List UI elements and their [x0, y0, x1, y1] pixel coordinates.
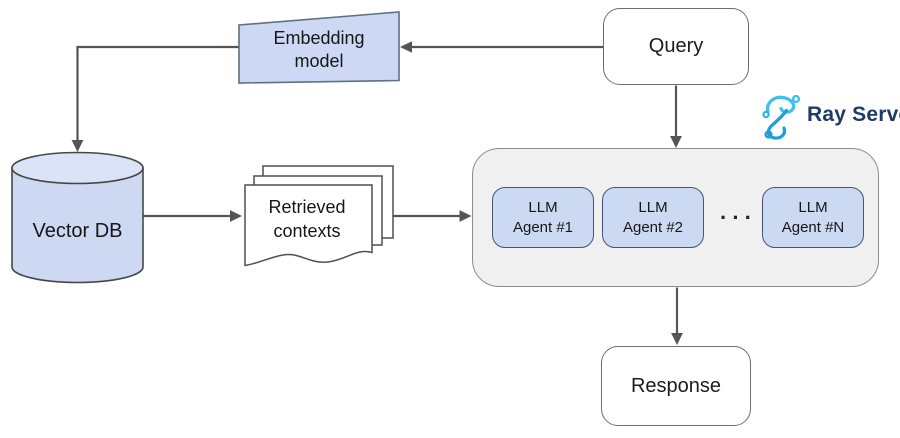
embedding-model-label-line1: Embedding	[273, 28, 365, 48]
llm-agent-2-line2: Agent #2	[622, 218, 684, 236]
embedding-model-label-line2: model	[294, 51, 344, 71]
cylinder-top-ellipse	[11, 151, 144, 185]
vector-db-shape	[11, 151, 144, 284]
arrow-embedding-to-vectordb	[71, 45, 239, 152]
arrow-vectordb-to-contexts	[143, 210, 242, 222]
retrieved-contexts-label-line1: Retrieved	[268, 197, 346, 217]
llm-agent-n-node: LLM Agent #N	[762, 187, 864, 248]
logo-dot-bottom	[764, 130, 773, 139]
ray-serve-logo-icon	[762, 94, 801, 140]
query-node: Query	[603, 8, 749, 85]
page-front	[244, 184, 373, 267]
llm-agent-2-node: LLM Agent #2	[602, 187, 704, 248]
retrieved-contexts-label-line2: contexts	[273, 220, 341, 241]
logo-bottom-curve	[766, 108, 789, 140]
llm-agent-1-line1: LLM	[528, 199, 558, 216]
retrieved-contexts-label: Retrieved contexts	[246, 196, 368, 243]
llm-agent-n-line2: Agent #N	[781, 218, 845, 236]
arrow-contexts-to-cluster	[392, 210, 472, 222]
logo-dot-top	[791, 94, 801, 104]
logo-top-curve	[765, 95, 796, 114]
embedding-model-label: Embedding model	[244, 27, 394, 73]
ray-serve-logo-text: Ray Serve	[807, 103, 900, 126]
llm-agent-1-line2: Agent #1	[512, 218, 574, 236]
arrow-cluster-to-response	[671, 287, 683, 345]
arrow-query-to-embedding	[400, 41, 604, 53]
llm-agent-n-line1: LLM	[798, 199, 828, 216]
vector-db-label: Vector DB	[32, 220, 123, 242]
llm-agent-1-node: LLM Agent #1	[492, 187, 594, 248]
agents-ellipsis: ···	[720, 205, 757, 230]
llm-agent-2-line1: LLM	[638, 199, 668, 216]
embedding-model-shape	[238, 11, 400, 84]
retrieved-contexts-shape	[244, 165, 394, 267]
response-node: Response	[601, 346, 751, 426]
query-label: Query	[648, 35, 704, 57]
response-label: Response	[630, 374, 722, 397]
arrow-query-to-cluster	[670, 85, 682, 148]
logo-dot-middle	[762, 110, 770, 119]
